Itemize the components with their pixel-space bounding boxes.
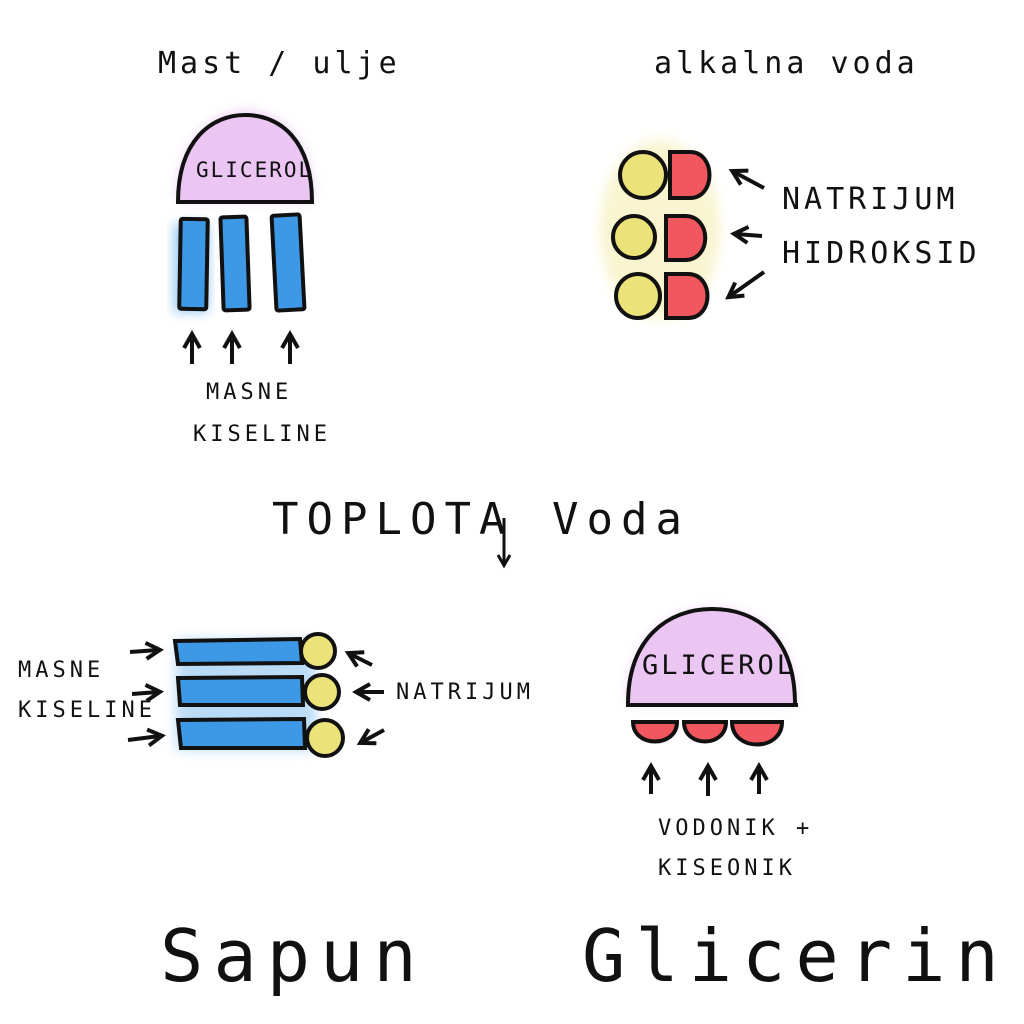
sodium-atom: [303, 673, 341, 711]
fatty-acids-label-2: KISELINE: [193, 422, 331, 447]
soap-row-3: [175, 716, 345, 758]
sodium-hydroxide-label-1: NATRIJUM: [782, 182, 959, 217]
fatty-acids-label-1: MASNE: [206, 380, 293, 405]
sodium-atom: [305, 718, 345, 758]
yellow-atom: [618, 150, 668, 200]
alkaline-title: alkalna voda: [654, 46, 919, 81]
arrow-left: [728, 168, 765, 190]
soap-row-1: [172, 632, 337, 670]
naoh-row-2: [611, 214, 708, 262]
glycerin-title: Glicerin: [582, 914, 1009, 998]
arrow-left: [725, 270, 766, 300]
arrow-left: [344, 650, 373, 668]
up-arrows: [182, 329, 300, 364]
heat-label: TOPLOTA: [272, 494, 514, 545]
hydroxyl-groups: [630, 720, 785, 747]
soap-fatty-acids-label-2: KISELINE: [18, 698, 156, 723]
glycerol-cap: [175, 112, 315, 204]
oh-group: [729, 720, 785, 747]
fatty-acid-bar: [218, 214, 252, 313]
red-atom: [664, 214, 708, 262]
soap-fatty-acids-label-1: MASNE: [18, 658, 105, 683]
oh-group: [681, 720, 729, 744]
fatty-acid-bar: [269, 212, 307, 313]
sodium-hydroxide-label-2: HIDROKSID: [782, 236, 981, 271]
yellow-atom: [611, 214, 657, 260]
water-label: Voda: [552, 494, 690, 545]
red-atom: [664, 272, 710, 320]
soap-title: Sapun: [160, 914, 427, 998]
fat-molecule: [174, 112, 315, 364]
arrow-right: [127, 727, 166, 748]
arrow-right: [131, 683, 165, 703]
glycerin-cap-label: GLICEROL: [642, 650, 797, 681]
glycerol-cap: [626, 606, 797, 705]
naoh-row-1: [618, 150, 712, 200]
red-atom: [668, 150, 712, 200]
glycerin-molecule: [626, 606, 798, 796]
sodium-atom: [299, 632, 337, 670]
oh-group: [630, 720, 680, 744]
fatty-acid-chain: [175, 674, 306, 707]
soap-sodium-label: NATRIJUM: [396, 680, 534, 705]
yellow-atom: [614, 272, 662, 320]
arrow-right: [129, 641, 165, 661]
glycerol-label: GLICEROL: [196, 158, 314, 182]
hydrogen-oxygen-label-1: VODONIK +: [658, 816, 814, 841]
fatty-acid-bars: [174, 212, 307, 313]
fat-title: Mast / ulje: [158, 46, 401, 81]
fatty-acid-chain: [172, 636, 305, 667]
fatty-acid-bar: [177, 216, 210, 312]
soap-row-2: [175, 673, 341, 711]
fatty-acid-chain: [175, 716, 308, 750]
sodium-hydroxide: [600, 140, 766, 320]
soap-molecule: [127, 632, 385, 758]
arrow-left: [356, 728, 385, 746]
arrow-left: [729, 225, 763, 245]
naoh-row-3: [614, 272, 710, 320]
hydrogen-oxygen-label-2: KISEONIK: [658, 856, 796, 881]
